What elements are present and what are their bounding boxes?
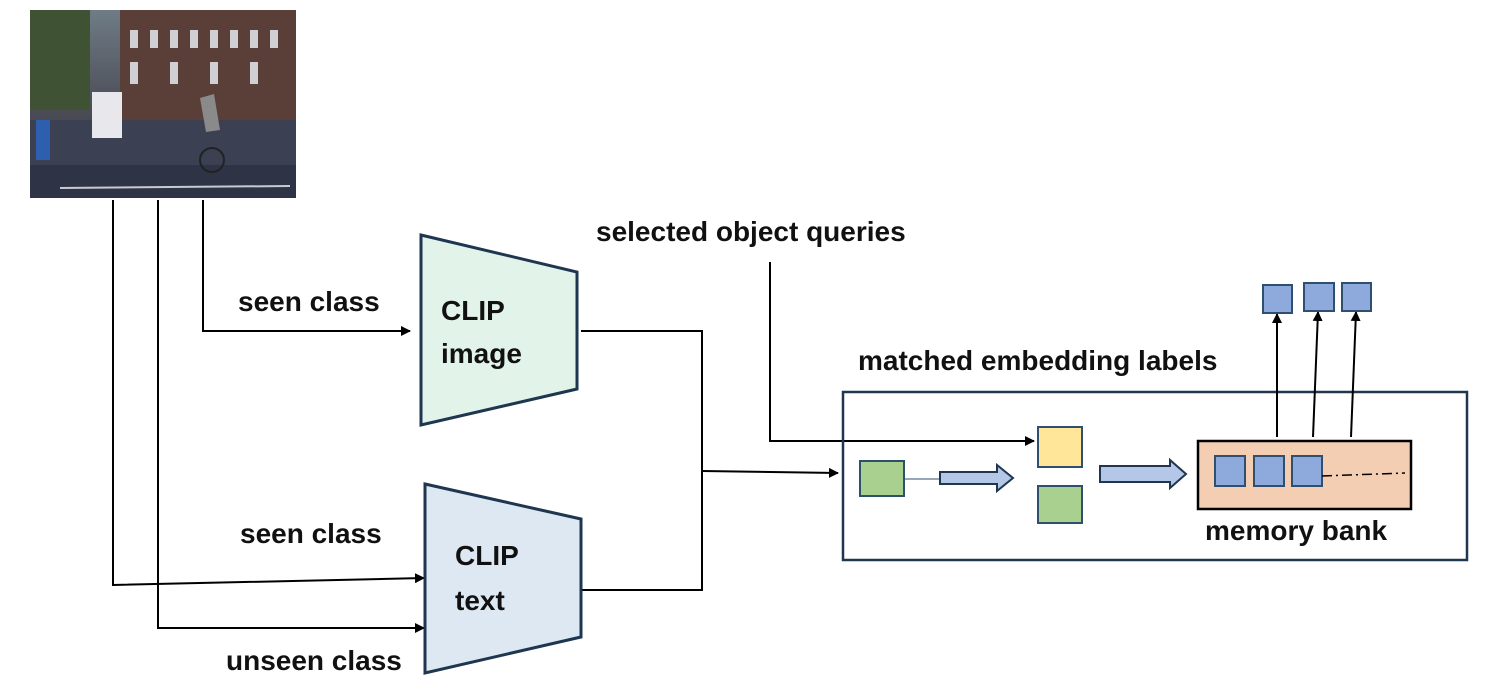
- street-scene-image: [30, 10, 296, 198]
- clip-text-line1: CLIP: [455, 540, 519, 571]
- query-square-yellow: [1037, 426, 1083, 468]
- output-label-square-3: [1341, 282, 1372, 312]
- memory-bank: [1196, 439, 1413, 511]
- output-label-square-2: [1303, 282, 1335, 312]
- memory-bank-label: memory bank: [1205, 515, 1387, 546]
- seen-class-label-bottom: seen class: [240, 518, 382, 549]
- input-embedding-square: [859, 460, 905, 497]
- clip-text-line2: text: [455, 585, 505, 616]
- matching-module-box: [841, 390, 1469, 562]
- memory-slot-1: [1214, 455, 1246, 487]
- unseen-class-label: unseen class: [226, 645, 402, 676]
- seen-class-label-top: seen class: [238, 286, 380, 317]
- output-label-square-1: [1262, 284, 1293, 314]
- matched-embedding-labels-label: matched embedding labels: [858, 345, 1217, 376]
- clip-text-encoder: CLIP text: [423, 482, 583, 675]
- output-arrows: [1272, 311, 1361, 438]
- flow-arrow-2: [1099, 457, 1188, 491]
- clip-image-line2: image: [441, 338, 522, 369]
- clip-image-encoder: CLIP image: [419, 233, 579, 427]
- embedding-square-green: [1037, 485, 1083, 524]
- memory-slot-2: [1253, 455, 1285, 487]
- flow-arrow-1: [939, 462, 1015, 494]
- selected-object-queries-label: selected object queries: [596, 216, 906, 247]
- connector-lines: [112, 200, 1035, 633]
- clip-image-line1: CLIP: [441, 295, 505, 326]
- memory-slot-3: [1291, 455, 1323, 487]
